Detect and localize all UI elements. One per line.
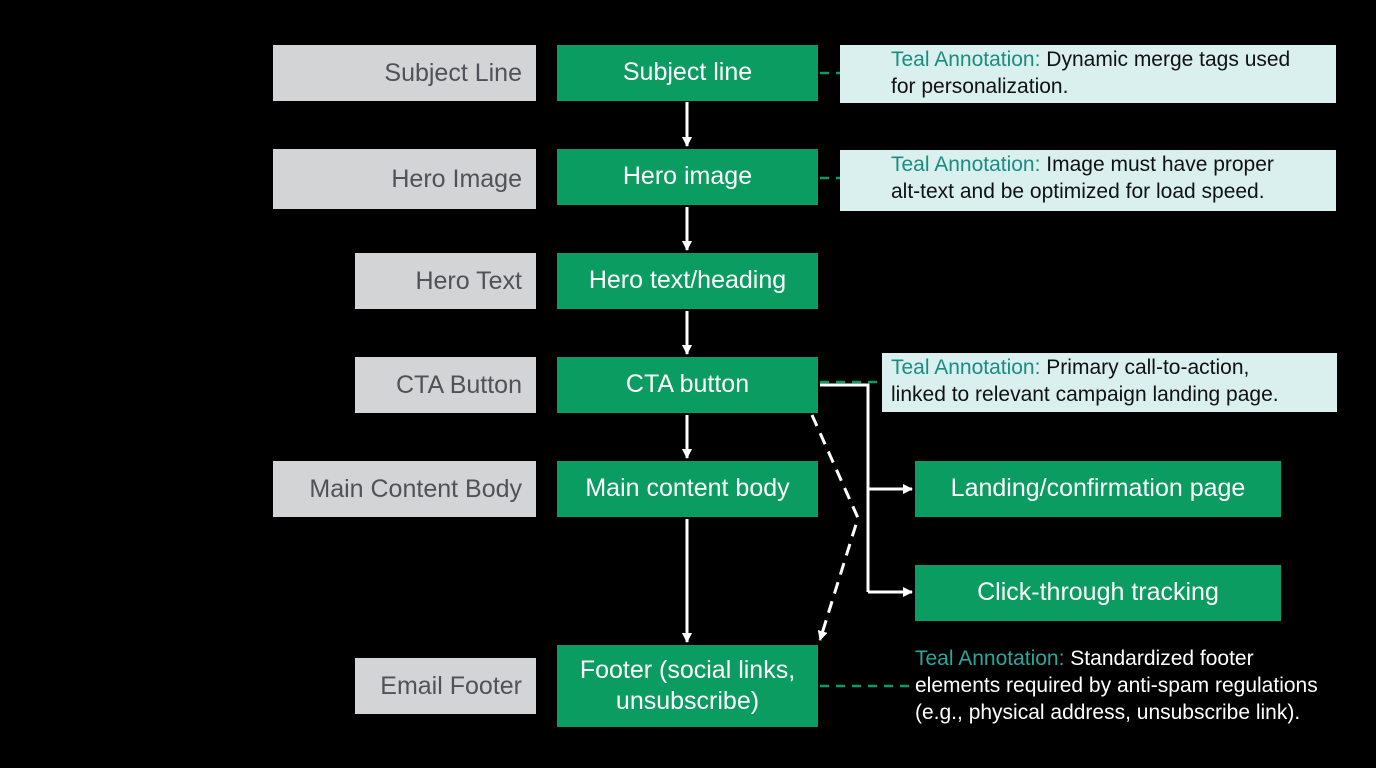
step-hero-image[interactable]: Hero image <box>557 149 818 205</box>
step-footer[interactable]: Footer (social links, unsubscribe) <box>557 645 818 727</box>
annotation-subject-line-row1: Teal Annotation: Dynamic merge tags used <box>891 46 1324 73</box>
label-cta-button: CTA Button <box>355 357 536 413</box>
branch-landing-page[interactable]: Landing/confirmation page <box>915 461 1281 517</box>
dashed-cta-to-footer <box>810 414 860 641</box>
label-subject-line: Subject Line <box>273 45 536 101</box>
label-hero-image: Hero Image <box>273 149 536 209</box>
annotation-cta-row2: linked to relevant campaign landing page… <box>891 383 1279 406</box>
step-cta-button[interactable]: CTA button <box>557 357 818 413</box>
step-footer-line1: Footer (social links, <box>579 655 796 684</box>
label-email-footer: Email Footer <box>355 658 536 714</box>
annotation-hero-image-row2: alt-text and be optimized for load speed… <box>891 180 1265 203</box>
annotation-tag: Teal Annotation: <box>891 356 1041 379</box>
annotation-footer: Teal Annotation: Standardized footer ele… <box>915 645 1365 726</box>
annotation-cta-button: Teal Annotation: Primary call-to-action,… <box>882 353 1337 412</box>
step-main-content-body[interactable]: Main content body <box>557 461 818 517</box>
annotation-tag: Teal Annotation: <box>891 153 1041 176</box>
annotation-text: Standardized footer <box>1070 647 1254 670</box>
annotation-footer-row2: elements required by anti-spam regulatio… <box>915 674 1318 697</box>
annotation-cta-row1: Teal Annotation: Primary call-to-action, <box>891 354 1325 381</box>
annotation-text: Dynamic merge tags used <box>1046 48 1291 71</box>
branch-click-through-tracking[interactable]: Click-through tracking <box>915 565 1281 621</box>
step-subject-line[interactable]: Subject line <box>557 45 818 101</box>
label-hero-text: Hero Text <box>355 253 536 309</box>
annotation-tag: Teal Annotation: <box>915 647 1065 670</box>
annotation-tag: Teal Annotation: <box>891 48 1041 71</box>
step-footer-line2: unsubscribe) <box>615 687 760 715</box>
annotation-footer-row3: (e.g., physical address, unsubscribe lin… <box>915 701 1301 724</box>
label-main-content-body: Main Content Body <box>273 461 536 517</box>
annotation-footer-row1: Teal Annotation: Standardized footer <box>915 645 1365 672</box>
annotation-subject-line: Teal Annotation: Dynamic merge tags used… <box>840 45 1336 103</box>
cta-branch-connector <box>820 383 870 592</box>
step-hero-text[interactable]: Hero text/heading <box>557 253 818 309</box>
annotation-text: Image must have proper <box>1046 153 1274 176</box>
annotation-text: Primary call-to-action, <box>1046 356 1250 379</box>
annotation-hero-image: Teal Annotation: Image must have proper … <box>840 150 1336 211</box>
annotation-subject-line-row2: for personalization. <box>891 75 1069 98</box>
annotation-hero-image-row1: Teal Annotation: Image must have proper <box>891 151 1324 178</box>
